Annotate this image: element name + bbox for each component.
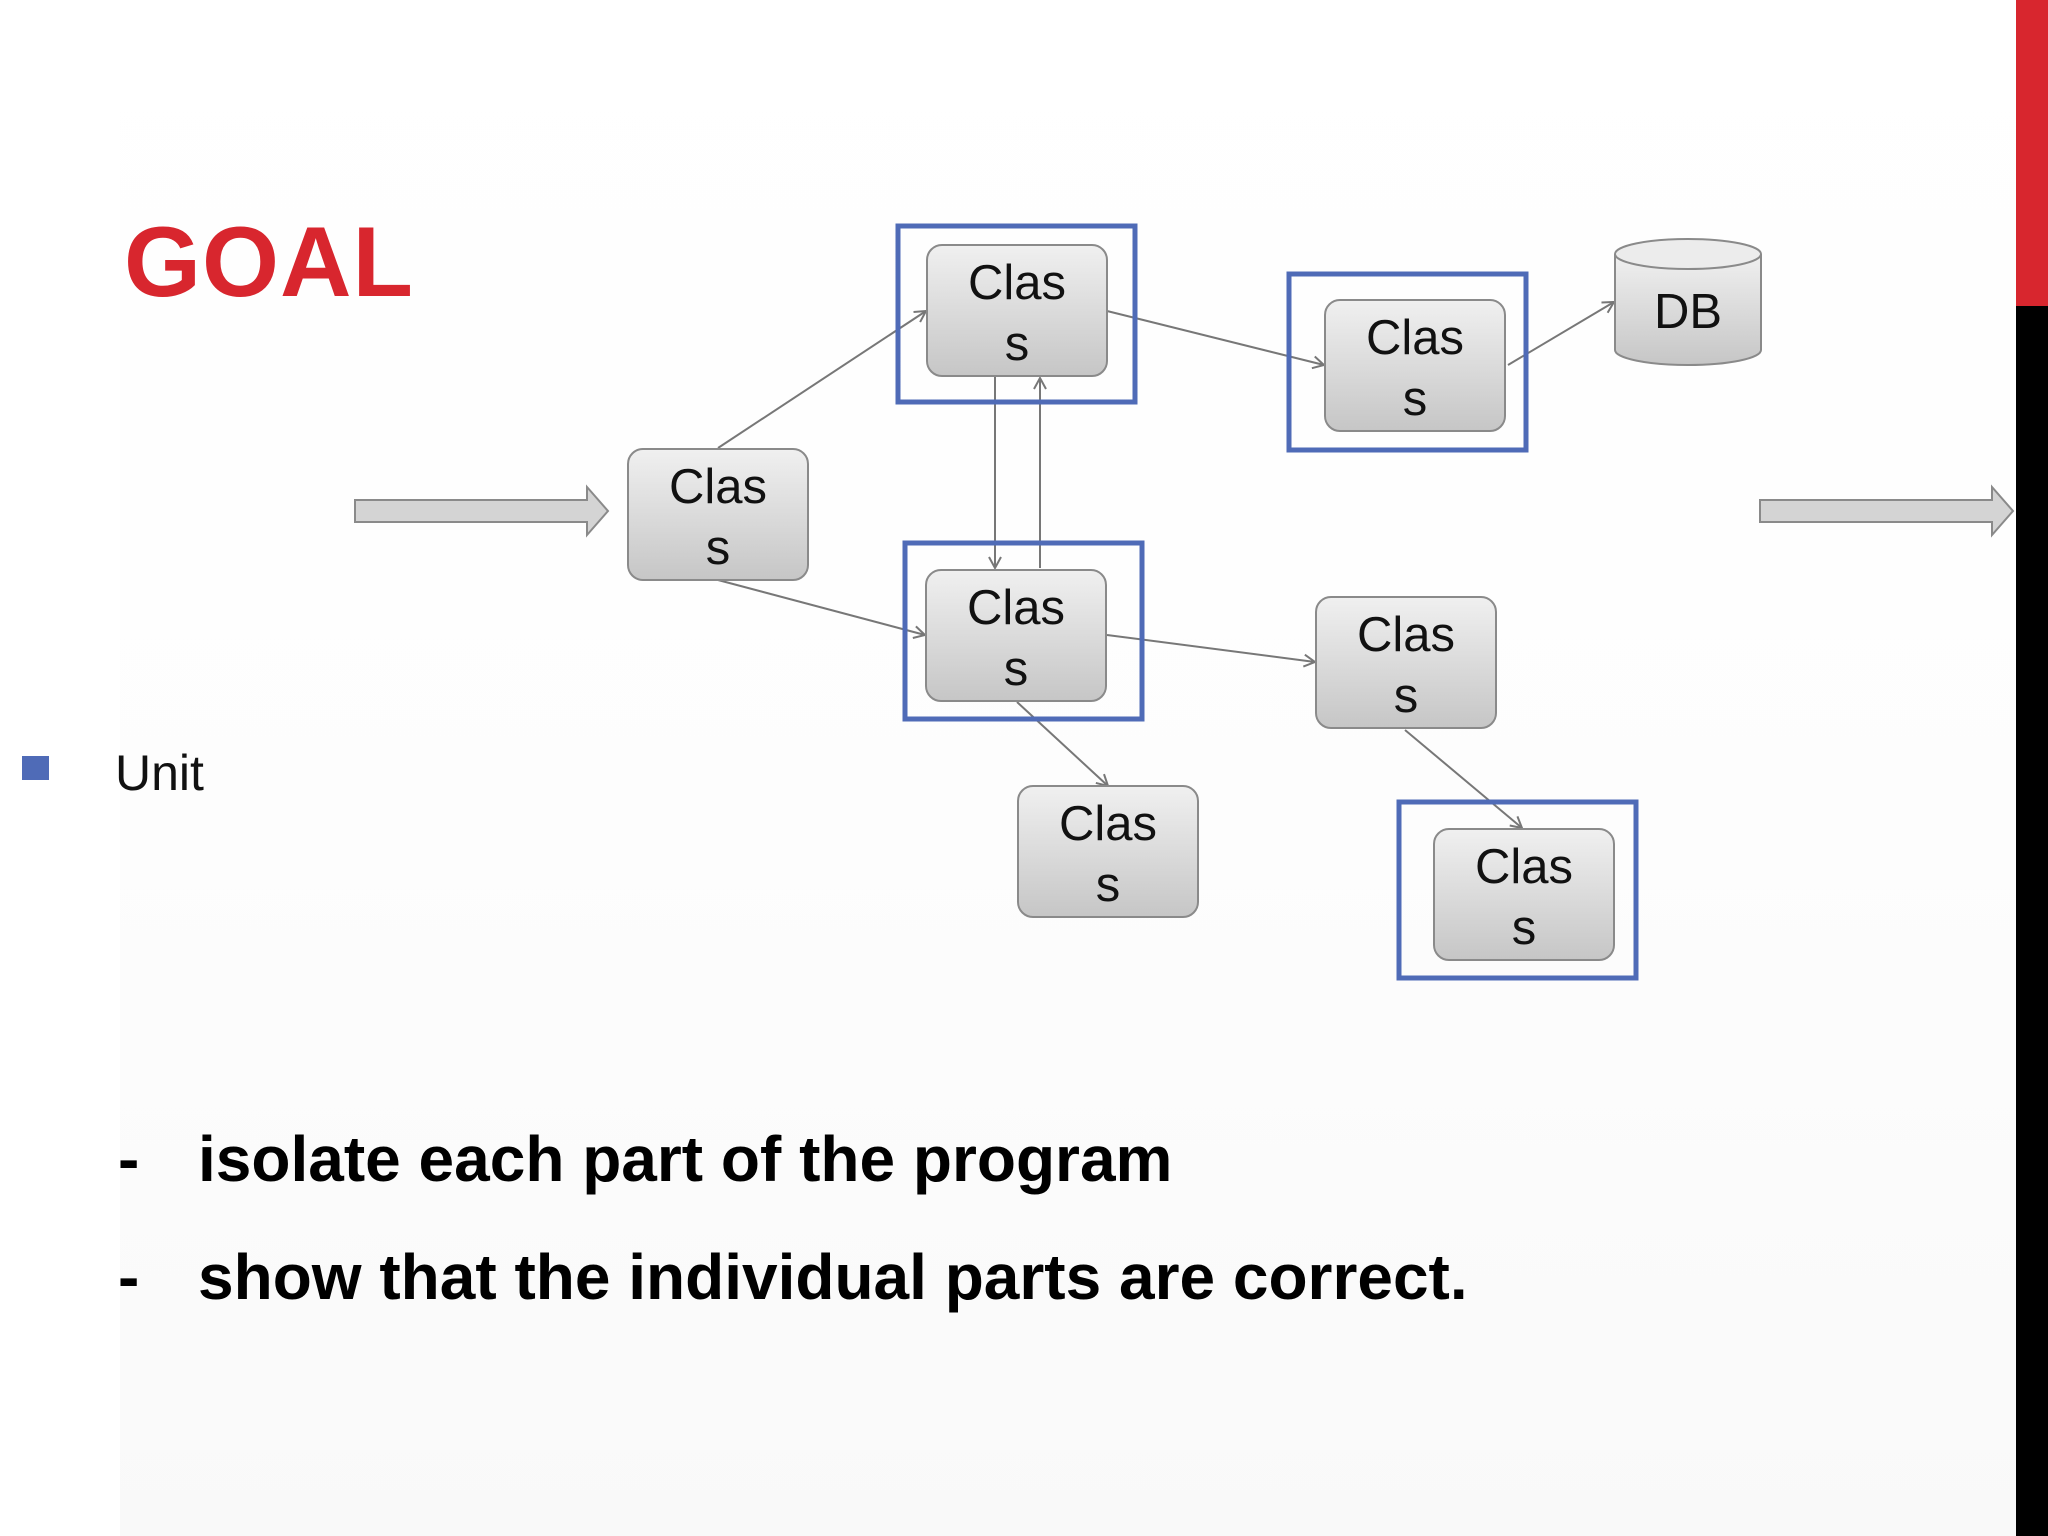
connector-right-to-bottom-right (1404, 729, 1522, 828)
accent-bar-red (2016, 0, 2048, 306)
svg-text:s: s (1512, 901, 1537, 955)
connector-middle-to-right (1106, 634, 1315, 662)
bullet-text: Unit (115, 745, 204, 801)
svg-text:Clas: Clas (1059, 797, 1157, 851)
svg-text:Clas: Clas (968, 256, 1066, 310)
goal-point-text: isolate each part of the program (198, 1123, 1173, 1195)
class-node-upper-right: Clas s (1324, 299, 1506, 432)
dash-marker: - (118, 1241, 140, 1313)
svg-text:s: s (1004, 642, 1029, 696)
goal-points: - isolate each part of the program - sho… (118, 1100, 1468, 1336)
database-icon: DB (1614, 238, 1762, 366)
connector-entry-to-top (717, 311, 926, 449)
connectors (717, 302, 1614, 828)
svg-text:Clas: Clas (1475, 840, 1573, 894)
database-label: DB (1654, 285, 1722, 339)
class-node-right: Clas s (1315, 596, 1497, 729)
class-node-bottom-right: Clas s (1433, 828, 1615, 961)
svg-text:s: s (706, 521, 731, 575)
class-node-bottom: Clas s (1017, 785, 1199, 918)
goal-point-text: show that the individual parts are corre… (198, 1241, 1468, 1313)
highlight-frame-top (895, 223, 1138, 405)
class-node-top: Clas s (926, 244, 1108, 377)
highlight-frames (895, 223, 1639, 981)
class-node-entry: Clas s (627, 448, 809, 581)
goal-point: - show that the individual parts are cor… (118, 1218, 1468, 1336)
class-node-middle: Clas s (925, 569, 1107, 702)
input-block-arrow (354, 484, 610, 538)
output-block-arrow (1759, 484, 2015, 538)
connector-entry-to-middle (717, 579, 925, 635)
highlight-frame-bottom-right (1396, 799, 1639, 981)
slide-title: GOAL (124, 206, 414, 317)
accent-bar-black (2016, 306, 2048, 1536)
highlight-frame-upper-right (1286, 271, 1529, 453)
goal-point: - isolate each part of the program (118, 1100, 1468, 1218)
svg-text:Clas: Clas (1366, 311, 1464, 365)
connector-middle-to-bottom (1016, 701, 1108, 786)
svg-text:s: s (1005, 317, 1030, 371)
svg-text:Clas: Clas (669, 460, 767, 514)
dash-marker: - (118, 1123, 140, 1195)
svg-text:s: s (1096, 858, 1121, 912)
svg-text:s: s (1394, 669, 1419, 723)
svg-text:Clas: Clas (967, 581, 1065, 635)
highlight-frame-middle (902, 540, 1145, 722)
svg-text:s: s (1403, 372, 1428, 426)
svg-text:Clas: Clas (1357, 608, 1455, 662)
bullet-square-icon (22, 756, 49, 780)
